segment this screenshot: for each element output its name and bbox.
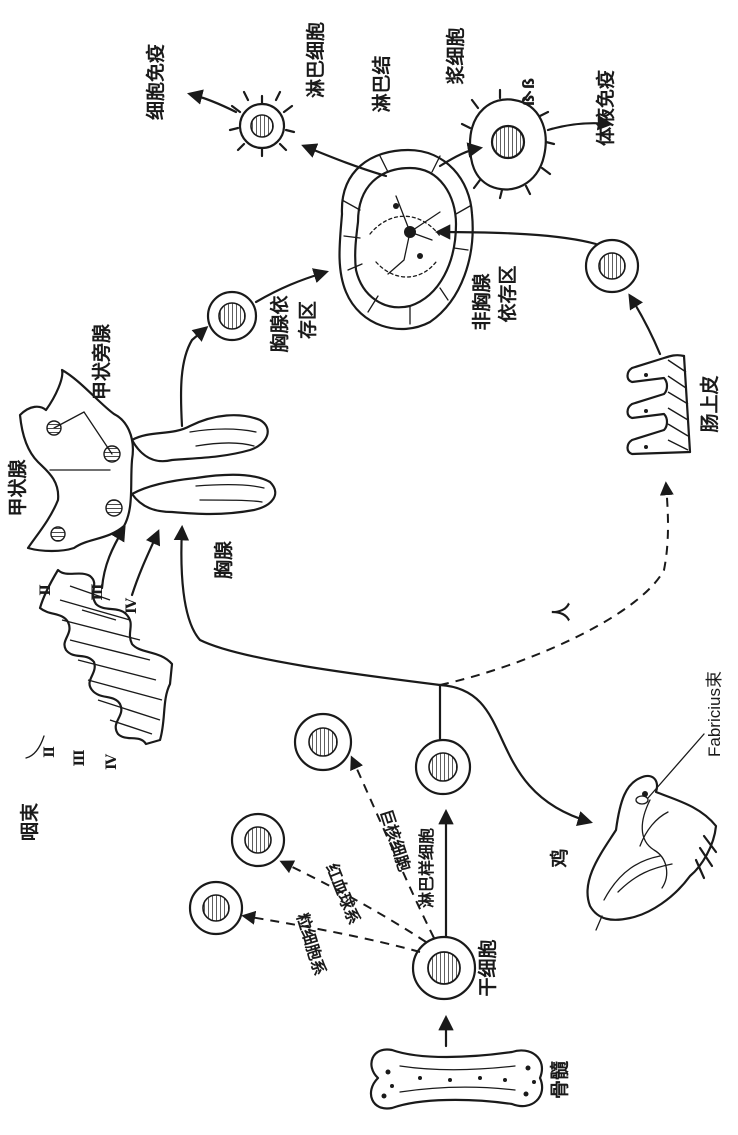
non-thymus-dependent-label-1: 非胸腺 [470, 273, 493, 331]
intestinal-epithelium-label: 肠上皮 [698, 375, 721, 432]
arrow-to-intestine [440, 484, 668, 685]
thymus-dependent-zone-label-2: 存区 [296, 301, 319, 339]
thyroid-label: 甲状腺 [6, 459, 29, 517]
chicken-label: 鸡 [548, 848, 571, 868]
granulocyte-cell [190, 882, 242, 934]
megakaryocyte-label: 巨核细胞 [376, 807, 414, 874]
humoral-immunity-label: 体液免疫 [594, 70, 617, 146]
roman-bottom-4: Ⅳ [104, 753, 120, 770]
arrow-pouch4-to-gland [132, 532, 158, 595]
arrow-node-to-plasma [440, 148, 480, 166]
arrow-thymus-to-lymphocyte [181, 328, 206, 426]
roman-top-4: Ⅳ [124, 597, 140, 614]
roman-top-2: Ⅱ [38, 584, 54, 596]
arrow-t-cell-to-node [256, 272, 326, 302]
stem-cell-label: 干细胞 [476, 939, 499, 996]
plasma-markers: ß ß [519, 78, 538, 107]
roman-bottom-3: Ⅲ [72, 749, 88, 766]
pharyngeal-pouch-label: 咽束 [19, 802, 41, 841]
arrow-intestine-cell-to-node [438, 232, 596, 244]
thymus-derived-cell [208, 292, 256, 340]
arrow-epithelium-to-cell [630, 296, 660, 354]
intestine-derived-cell [586, 240, 638, 292]
roman-top-3: Ⅲ [90, 583, 106, 600]
arrow-to-chicken [440, 685, 590, 822]
megakaryocyte-cell [295, 714, 351, 770]
parathyroid-label: 甲状旁腺 [90, 323, 113, 400]
thymus-illustration [132, 415, 275, 514]
bursa-label: Fabricius束 [705, 671, 724, 757]
plasma-cell-label: 浆细胞 [444, 27, 467, 84]
erythrocyte-label: 红血球系 [322, 861, 364, 927]
granulocyte-label: 粒细胞系 [293, 911, 330, 978]
erythrocyte-cell [232, 814, 284, 866]
non-thymus-dependent-label-2: 依存区 [496, 265, 519, 322]
arrow-cellular-immunity [190, 94, 236, 112]
lymphoid-cell [416, 740, 470, 794]
plasma-cell [462, 90, 554, 198]
bone-marrow-label: 骨髓 [548, 1060, 571, 1099]
parathyroid-glands [47, 421, 122, 541]
intestinal-epithelium-illustration [628, 355, 691, 454]
human-label: 人 [551, 602, 573, 622]
roman-bottom-2: Ⅱ [42, 746, 58, 758]
thymus-dependent-zone-label-1: 胸腺依 [268, 295, 291, 353]
cellular-immunity-label: 细胞免疫 [144, 44, 167, 120]
arrow-node-to-lymphocyte [304, 146, 386, 176]
parathyroid-pointer [54, 412, 112, 454]
stem-cell [413, 937, 475, 999]
lymphocyte-cell [230, 92, 294, 156]
lymph-node-illustration [340, 150, 473, 329]
lymphocyte-label: 淋巴细胞 [304, 22, 327, 98]
lymph-node-label: 淋巴结 [370, 55, 393, 112]
thymus-label: 胸腺 [212, 540, 235, 579]
bursa-pointer [648, 734, 704, 798]
bone-marrow-bone [371, 1049, 542, 1108]
lymphoid-label: 淋巴样细胞 [417, 828, 436, 908]
chicken-illustration [587, 776, 716, 930]
